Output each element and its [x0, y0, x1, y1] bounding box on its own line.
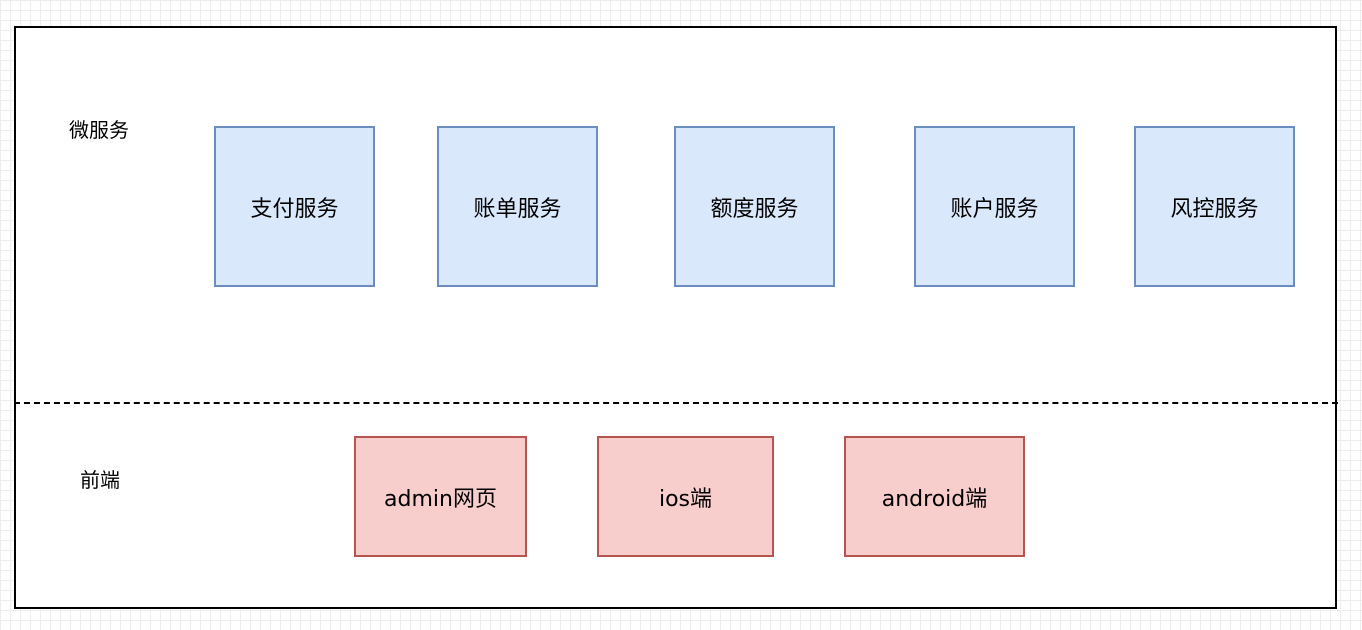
service-box-risk-control[interactable]: 风控服务: [1134, 126, 1295, 287]
service-box-account[interactable]: 账户服务: [914, 126, 1075, 287]
client-box-android[interactable]: android端: [844, 436, 1025, 557]
service-box-credit-limit[interactable]: 额度服务: [674, 126, 835, 287]
client-box-admin-web[interactable]: admin网页: [354, 436, 527, 557]
service-box-billing[interactable]: 账单服务: [437, 126, 598, 287]
microservices-layer-label: 微服务: [69, 118, 129, 142]
layer-divider: [14, 402, 1338, 404]
frontend-layer-label: 前端: [80, 468, 120, 492]
client-box-ios[interactable]: ios端: [597, 436, 774, 557]
service-box-payment[interactable]: 支付服务: [214, 126, 375, 287]
